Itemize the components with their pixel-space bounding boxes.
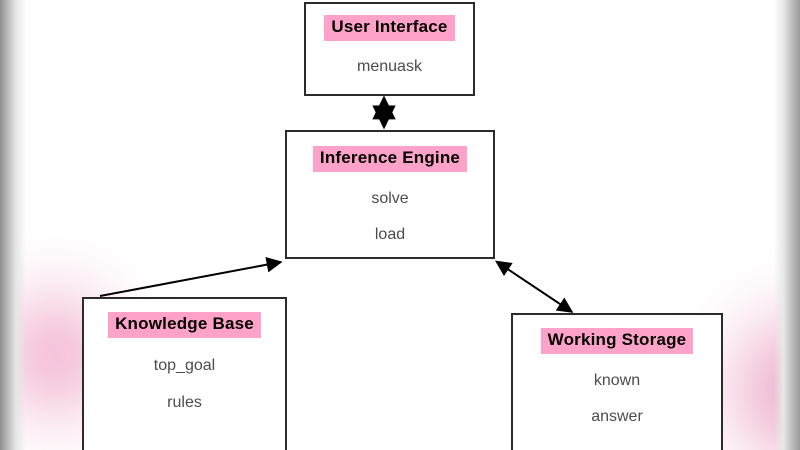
edge-gradient-right	[774, 0, 800, 450]
node-working-storage-title-wrap: Working Storage	[513, 328, 721, 354]
node-knowledge-base-title-wrap: Knowledge Base	[84, 312, 285, 338]
node-working-storage[interactable]: Working Storage known answer	[511, 313, 723, 450]
node-knowledge-base-item-rules: rules	[167, 394, 202, 412]
node-user-interface-title-wrap: User Interface	[306, 15, 473, 41]
edge-gradient-left	[0, 0, 26, 450]
node-knowledge-base[interactable]: Knowledge Base top_goal rules	[82, 297, 287, 450]
node-user-interface-title: User Interface	[324, 15, 455, 41]
node-inference-engine-title: Inference Engine	[312, 146, 468, 172]
node-user-interface[interactable]: User Interface menuask	[304, 2, 475, 96]
node-inference-engine[interactable]: Inference Engine solve load	[285, 130, 495, 259]
node-knowledge-base-title: Knowledge Base	[108, 312, 261, 338]
node-inference-engine-title-wrap: Inference Engine	[287, 146, 493, 172]
node-working-storage-title: Working Storage	[540, 328, 694, 354]
node-user-interface-item-menuask: menuask	[357, 57, 422, 75]
node-inference-engine-item-load: load	[374, 226, 406, 244]
arrow-inference-engine-working-storage	[495, 260, 574, 313]
arrow-knowledge-base-inference-engine	[99, 256, 283, 297]
node-working-storage-item-answer: answer	[591, 408, 643, 426]
node-working-storage-item-known: known	[593, 371, 641, 389]
node-inference-engine-item-solve: solve	[371, 189, 409, 207]
node-knowledge-base-item-top-goal: top_goal	[153, 356, 216, 374]
